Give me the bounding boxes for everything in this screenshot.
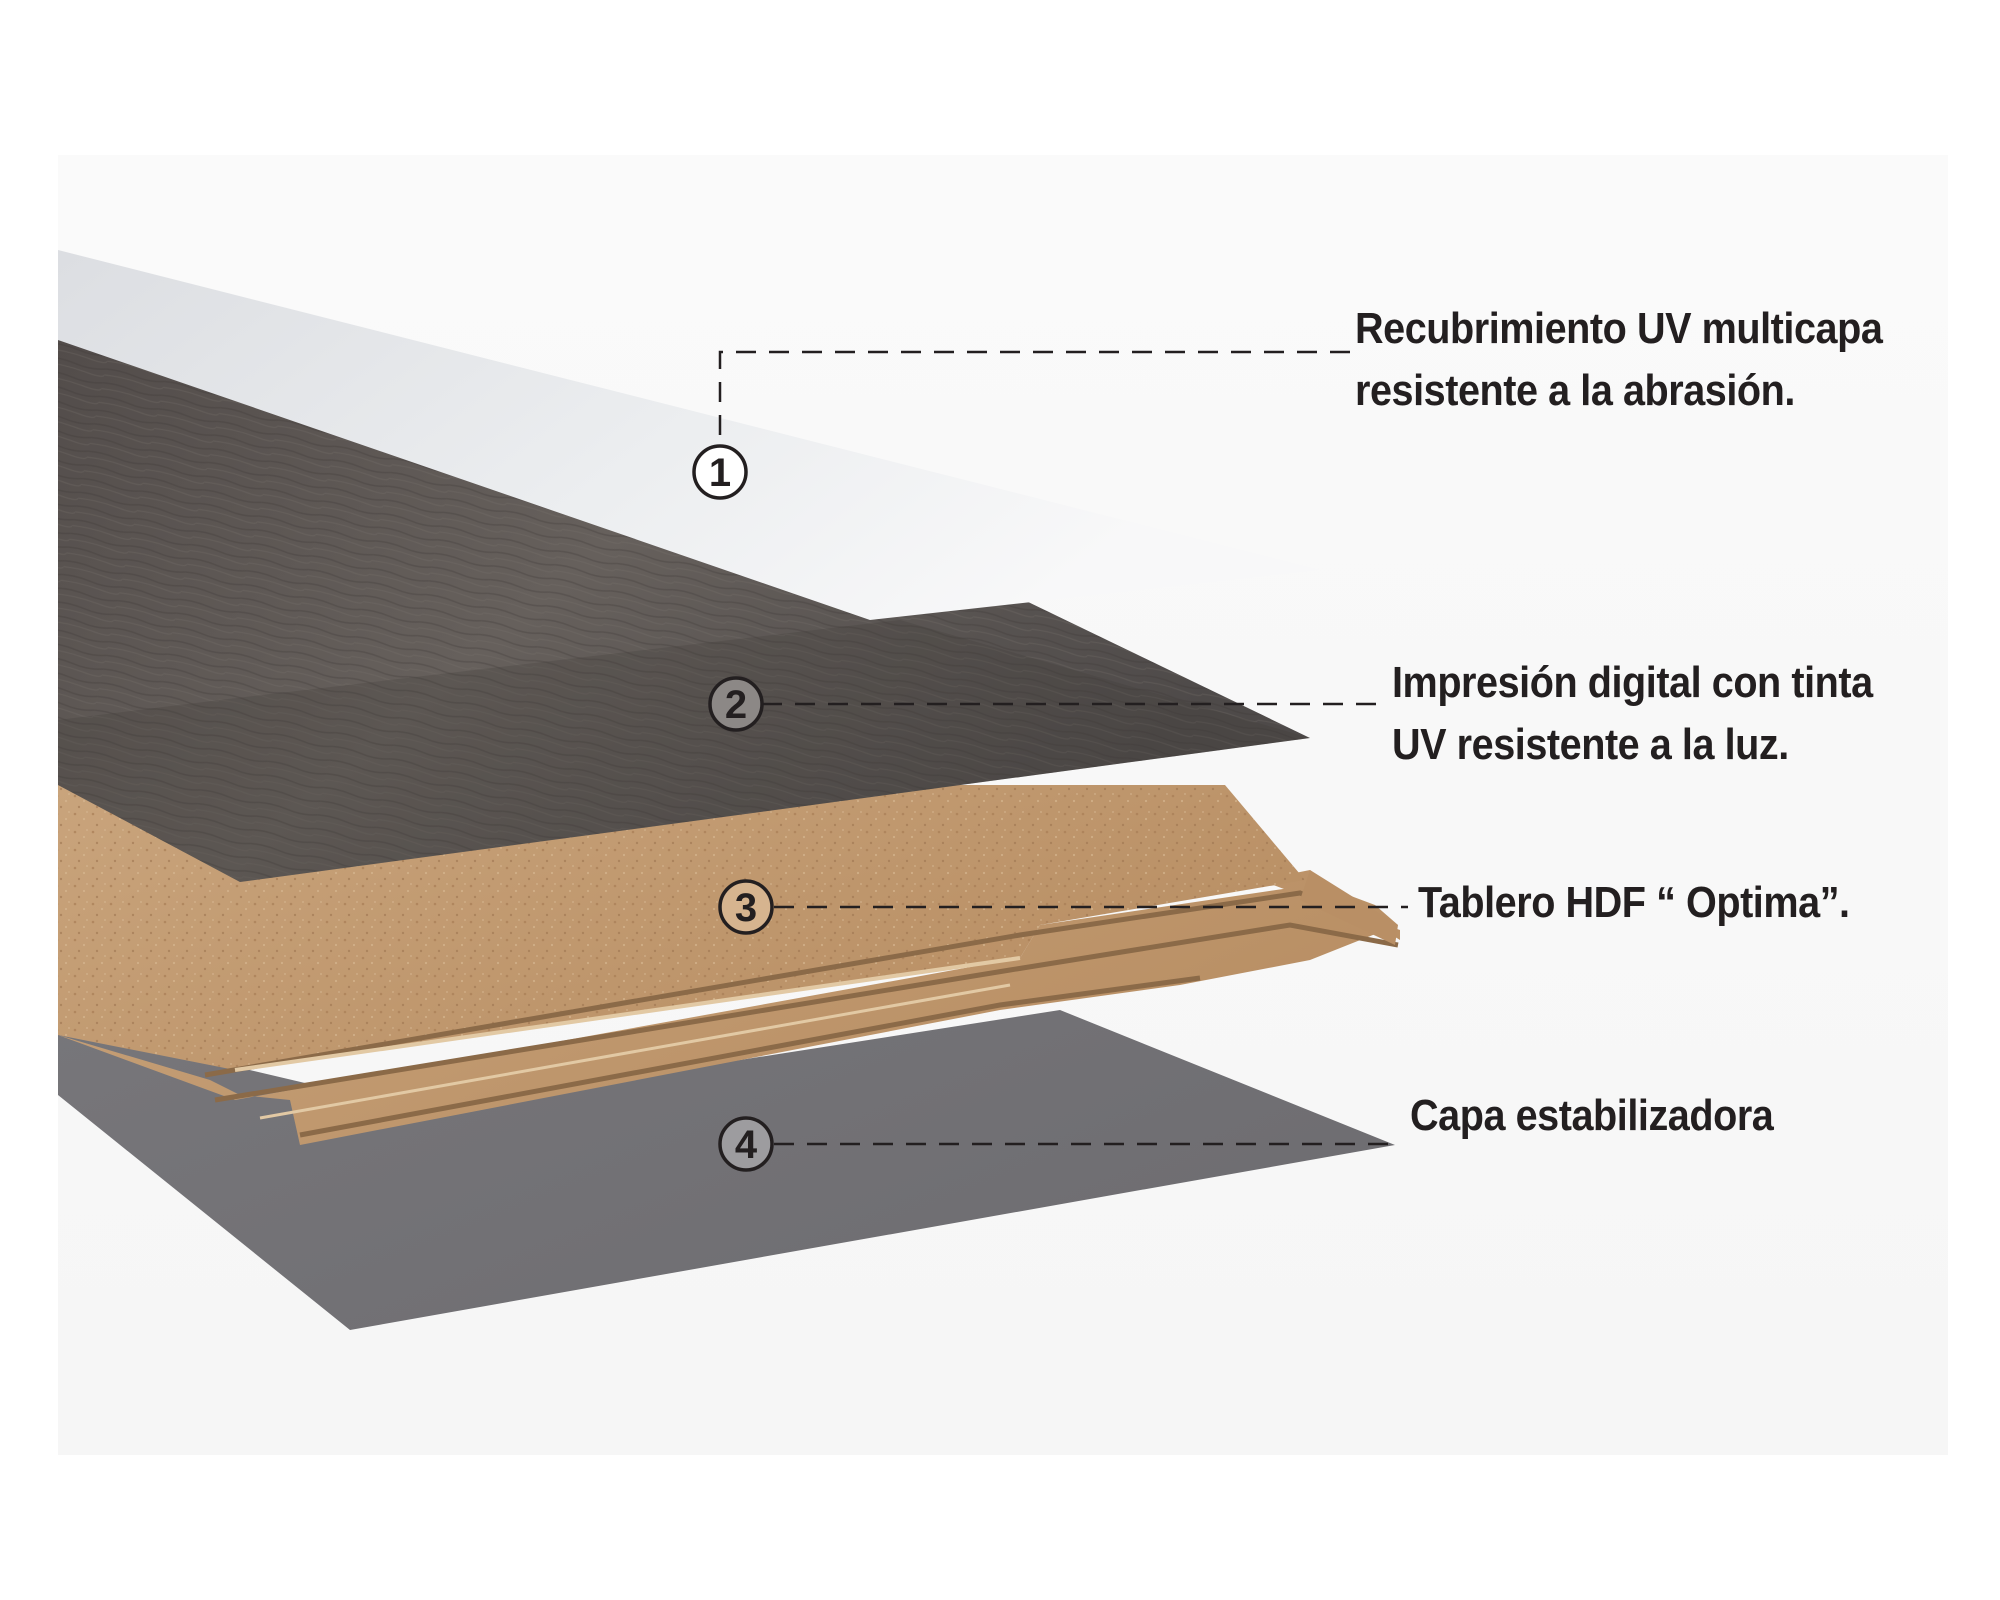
label-stabilizer: Capa estabilizadora (1410, 1085, 1774, 1147)
label-digital-print: Impresión digital con tinta UV resistent… (1392, 652, 1873, 776)
leader-line-1 (718, 350, 1350, 438)
leader-lines (718, 350, 1408, 1146)
marker-3-number: 3 (735, 886, 757, 930)
label-uv-coating-line-2: resistente a la abrasión. (1355, 366, 1795, 415)
marker-4-number: 4 (735, 1123, 758, 1167)
label-stabilizer-line-1: Capa estabilizadora (1410, 1091, 1774, 1140)
marker-3: 3 (718, 879, 774, 935)
marker-2: 2 (708, 676, 764, 732)
marker-2-number: 2 (725, 683, 747, 727)
marker-1-number: 1 (709, 451, 731, 495)
marker-4: 4 (718, 1116, 774, 1172)
label-digital-print-line-1: Impresión digital con tinta (1392, 658, 1873, 707)
hdf-board-edge (58, 785, 1400, 1145)
label-hdf-board-line-1: Tablero HDF “ Optima”. (1418, 878, 1850, 927)
uv-coating-layer-shape (58, 250, 1320, 620)
label-uv-coating-line-1: Recubrimiento UV multicapa (1355, 304, 1883, 353)
label-uv-coating: Recubrimiento UV multicapa resistente a … (1355, 298, 1883, 422)
label-digital-print-line-2: UV resistente a la luz. (1392, 720, 1789, 769)
marker-1: 1 (692, 444, 748, 500)
stabilizer-layer-shape (58, 1010, 1395, 1330)
label-hdf-board: Tablero HDF “ Optima”. (1418, 872, 1850, 934)
